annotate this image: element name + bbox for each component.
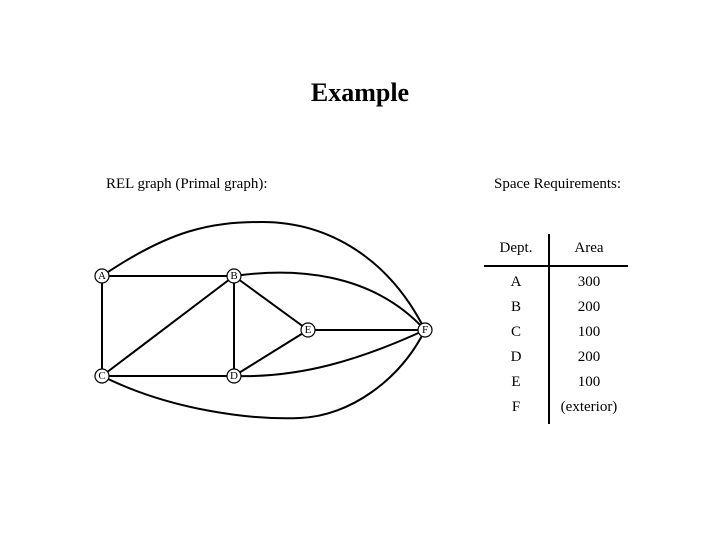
table-row: A 300 — [484, 270, 630, 295]
node-b: B — [226, 268, 242, 284]
edge-b-c — [101, 275, 235, 377]
edge-d-e — [233, 329, 309, 377]
node-c-label: C — [98, 370, 105, 382]
dept-cell: A — [510, 274, 522, 290]
node-e-label: E — [305, 324, 312, 336]
space-requirements-table: Dept. Area A 300 B 200 C 100 D 200 E 100… — [484, 232, 630, 424]
dept-cell: B — [510, 299, 521, 315]
graph-caption: REL graph (Primal graph): — [106, 176, 268, 192]
dept-cell: F — [511, 399, 521, 415]
dept-cell: E — [511, 374, 521, 390]
table-row: C 100 — [484, 320, 630, 345]
area-cell: (exterior) — [560, 399, 618, 415]
edge-d-f — [233, 329, 426, 378]
header-dept: Dept. — [499, 239, 533, 256]
node-f-label: F — [422, 324, 428, 336]
area-cell: 100 — [577, 324, 601, 340]
edge-a-f — [101, 220, 426, 331]
edge-b-e — [233, 275, 309, 331]
edge-c-f — [101, 329, 426, 420]
area-cell: 300 — [577, 274, 601, 290]
page-title: Example — [310, 78, 410, 107]
table-row: F (exterior) — [484, 395, 630, 420]
node-d: D — [226, 368, 242, 384]
header-area: Area — [574, 239, 604, 256]
column-divider — [548, 234, 550, 424]
node-c: C — [94, 368, 110, 384]
node-e: E — [300, 322, 316, 338]
dept-cell: C — [510, 324, 521, 340]
area-cell: 100 — [577, 374, 601, 390]
dept-cell: D — [510, 349, 522, 365]
node-d-label: D — [230, 370, 238, 382]
space-requirements-caption: Space Requirements: — [494, 176, 622, 192]
edge-b-f — [233, 271, 426, 331]
area-cell: 200 — [577, 299, 601, 315]
node-a-label: A — [98, 270, 106, 282]
node-a: A — [94, 268, 110, 284]
header-divider — [484, 265, 628, 267]
node-b-label: B — [230, 270, 237, 282]
area-cell: 200 — [577, 349, 601, 365]
node-f: F — [417, 322, 433, 338]
table-row: D 200 — [484, 345, 630, 370]
table-header: Dept. Area — [484, 232, 630, 264]
table-row: B 200 — [484, 295, 630, 320]
table-row: E 100 — [484, 370, 630, 395]
